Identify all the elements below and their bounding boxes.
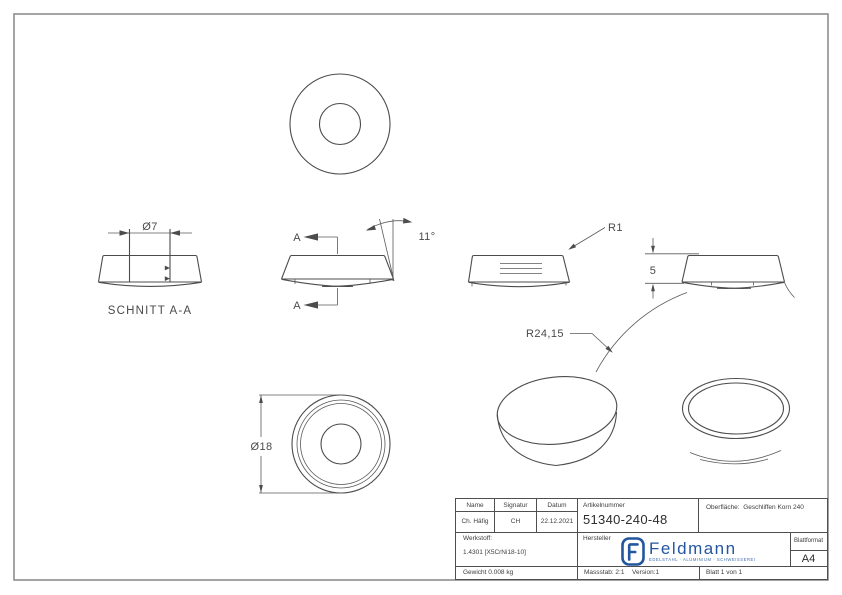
tb-werkstoff-value: 1.4301 [X5CrNi18-10] [463,549,526,556]
tb-line [698,499,699,532]
dim-edge-radius: R1 [608,222,623,234]
tb-header-datum: Datum [547,502,567,509]
title-block: Name Signatur Datum Artikelnummer Oberfl… [455,498,828,580]
section-arrow-label-top: A [293,232,301,244]
iso-view-top [496,376,618,467]
tb-werkstoff-label: Werkstoff: [463,535,493,542]
bottom-view: Ø18 [251,394,391,494]
section-arrow-label-bottom: A [293,300,301,312]
sheet-frame [13,13,829,581]
tb-oberflaeche-value: Geschliffen Korn 240 [743,504,804,511]
tb-version: Version:1 [632,569,660,576]
tb-value-datum: 22.12.2021 [540,518,574,525]
tb-line [536,499,537,532]
side-view-r1: R1 [467,222,623,288]
side-view-height: 5 [595,238,795,373]
tb-value-artikelnummer: 51340-240-48 [583,512,668,527]
tb-blattformat-label: Blattformat [793,538,823,544]
iso-view-bottom [681,377,791,465]
tb-header-signatur: Signatur [503,502,528,509]
feldmann-logo-tagline: EDELSTAHL · ALUMINIUM · SCHWEISSEREI [649,557,756,563]
sphere-radius-dim: R24,15 [526,328,613,353]
tb-gewicht: Gewicht 0.008 kg [463,569,514,576]
tb-value-signatur: CH [510,518,521,525]
dim-outer-diameter: Ø18 [251,441,273,453]
tb-blatt: Blatt 1 von 1 [706,569,743,576]
tb-header-artikelnummer: Artikelnummer [583,502,625,509]
dim-height: 5 [650,265,657,277]
tb-line [790,532,791,566]
tb-line [494,499,495,532]
feldmann-logo-mark [621,537,645,566]
feldmann-logo-text: Feldmann [649,539,737,559]
tb-line [456,532,827,533]
tb-massstab: Massstab: 2:1 [584,569,625,576]
tb-line [577,499,578,579]
tb-header-name: Name [466,502,484,509]
tb-oberflaeche-label: Oberfläche: [706,504,740,511]
tb-blattformat-value: A4 [801,553,816,565]
tb-oberflaeche: Oberfläche: Geschliffen Korn 240 [706,504,804,511]
tb-line [456,566,827,567]
manufacturer-logo: Feldmann EDELSTAHL · ALUMINIUM · SCHWEIS… [621,537,756,566]
tb-hersteller-label: Hersteller [583,535,611,542]
dim-cone-angle: 11° [418,231,435,243]
section-title: SCHNITT A-A [108,305,193,317]
dim-sphere-radius: R24,15 [526,328,564,340]
top-view [289,73,391,175]
tb-value-name: Ch. Häfig [461,518,489,525]
dim-hole-diameter: Ø7 [142,221,157,233]
tb-line [790,550,827,551]
section-view: Ø7 SCHNITT A-A [97,221,203,317]
tb-line [699,566,700,579]
front-view: A A 11° [280,217,435,312]
tb-line [456,511,578,512]
